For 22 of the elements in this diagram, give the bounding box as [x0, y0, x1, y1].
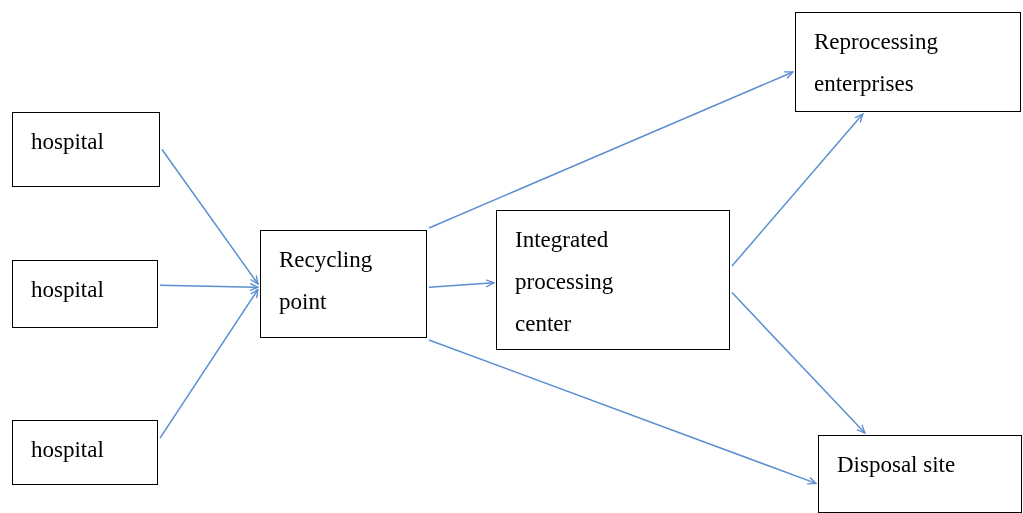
process-box	[12, 420, 158, 485]
box-label: Integrated processing center	[515, 226, 615, 338]
process-box	[12, 260, 158, 328]
box-label: Reprocessing enterprises	[814, 28, 939, 98]
arrow	[159, 288, 259, 439]
process-box	[12, 112, 160, 187]
arrow	[731, 291, 866, 434]
box-label: Disposal site	[837, 451, 956, 479]
arrow	[428, 279, 495, 288]
arrow	[161, 148, 259, 285]
box-label: hospital	[31, 436, 104, 464]
arrow	[159, 282, 259, 292]
process-box	[818, 435, 1022, 513]
arrow	[428, 339, 817, 485]
box-label: hospital	[31, 276, 104, 304]
process-box	[496, 210, 730, 350]
process-box	[260, 230, 427, 338]
arrow	[428, 71, 794, 229]
box-label: Recycling point	[279, 246, 374, 316]
arrow	[731, 113, 864, 267]
box-label: hospital	[31, 128, 104, 156]
process-box	[795, 12, 1021, 112]
